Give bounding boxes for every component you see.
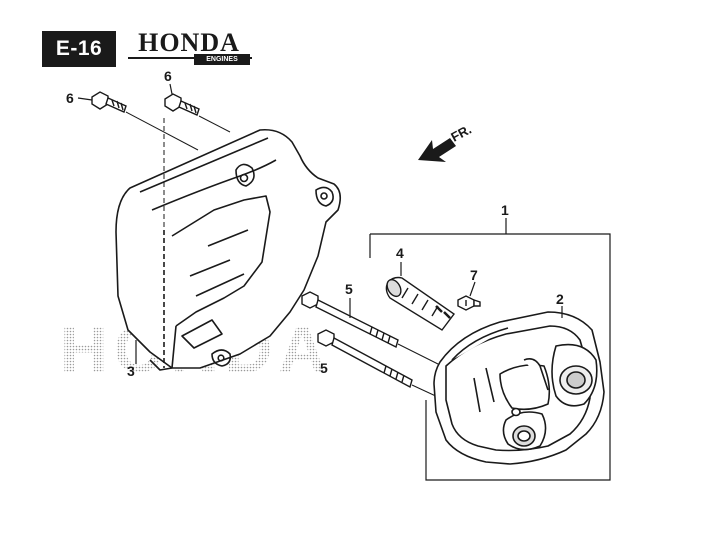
- leader-7: [469, 281, 476, 297]
- bolt-6b-guide-line: [198, 115, 231, 133]
- flange-bolt-6b: [164, 93, 200, 116]
- flange-bolt-5b: [317, 329, 413, 389]
- callout-4: 4: [396, 245, 404, 261]
- tapping-screw-7: [457, 295, 481, 311]
- section-code-badge: E-16: [42, 31, 116, 67]
- brand-underline: [128, 57, 252, 59]
- bolt-6a-guide-line: [125, 111, 199, 151]
- spark-arrester: [385, 276, 455, 331]
- callout-2: 2: [556, 291, 564, 307]
- brand-tagline: ENGINES: [194, 54, 250, 65]
- flange-bolt-6a: [91, 91, 127, 113]
- muffler-protector: [115, 128, 342, 371]
- brand-logo: HONDA ENGINES: [124, 30, 254, 68]
- callout-5b: 5: [320, 360, 328, 376]
- leader-6a: [77, 97, 93, 101]
- muffler-body: [433, 311, 605, 465]
- leader-6b: [169, 83, 173, 95]
- callout-5a: 5: [345, 281, 353, 297]
- callout-1: 1: [501, 202, 509, 218]
- front-direction-arrow-icon: [418, 138, 456, 162]
- callout-6b: 6: [164, 68, 172, 84]
- assembly-bracket: [369, 233, 611, 481]
- callout-6a: 6: [66, 90, 74, 106]
- brand-wordmark: HONDA: [138, 28, 240, 57]
- callout-7: 7: [470, 267, 478, 283]
- callout-3: 3: [127, 363, 135, 379]
- flange-bolt-5a: [301, 291, 399, 349]
